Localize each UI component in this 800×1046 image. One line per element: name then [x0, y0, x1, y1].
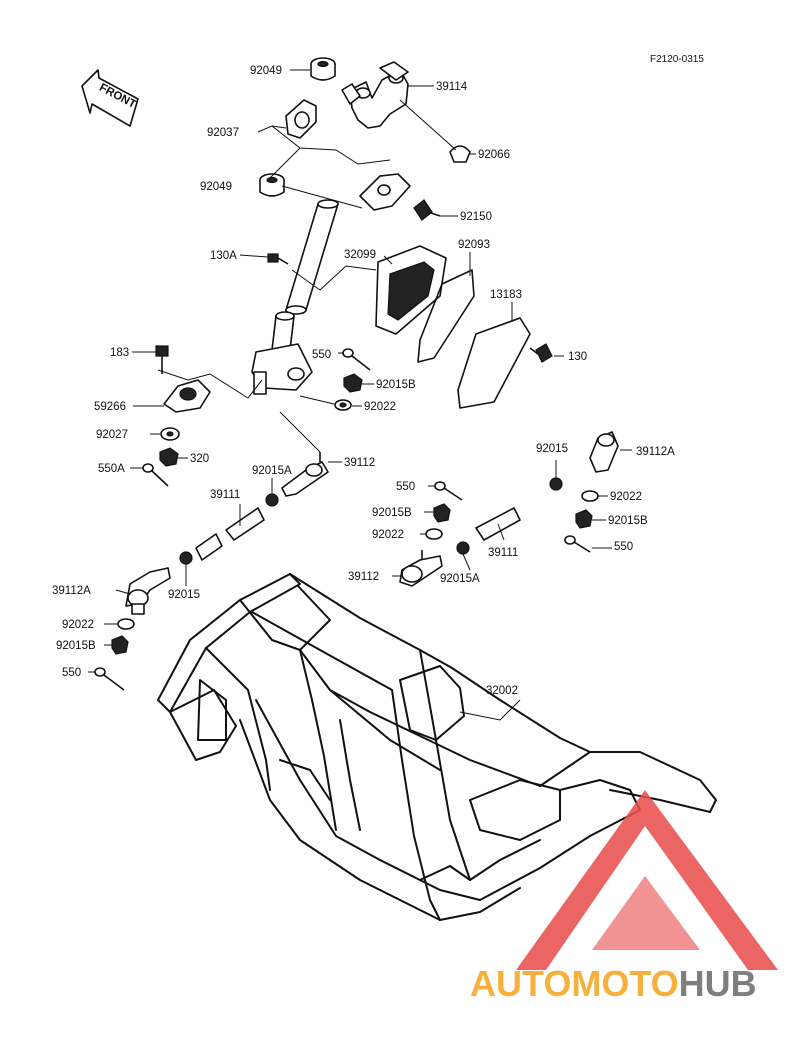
front-arrow: FRONT	[81, 69, 139, 127]
nut-icon	[343, 373, 363, 393]
cotter-pin-icon	[342, 348, 371, 371]
lower-clamp-icon	[359, 173, 411, 211]
part-labels: 92049 39114 92037 92066 92049 92150 130A…	[52, 65, 675, 697]
part-label: 92066	[478, 149, 510, 161]
part-label: 39112A	[636, 446, 675, 458]
clamp-icon	[285, 99, 317, 139]
washer-left-icon	[117, 618, 135, 630]
nut-92015-right-icon	[549, 477, 563, 491]
watermark-text: AUTOMOTOHUB	[470, 963, 757, 1004]
cotter-pin-right-icon	[564, 535, 591, 553]
part-label: 92027	[96, 429, 128, 441]
part-label: 92037	[207, 127, 239, 139]
bushing-lower-icon	[259, 173, 285, 197]
part-label: 92015B	[56, 640, 96, 652]
washer-mid-icon	[425, 528, 443, 540]
part-label: 39114	[436, 81, 468, 93]
tie-rod-39111-icon	[195, 507, 265, 561]
tie-rod-end-39112-icon	[281, 452, 329, 497]
washer-icon	[334, 399, 352, 411]
part-label: 92022	[62, 619, 94, 631]
part-label: 39111	[210, 489, 240, 501]
nut-320-icon	[159, 447, 179, 467]
nut-92015a-right-icon	[456, 541, 470, 555]
nut-92015a-icon	[265, 493, 279, 507]
part-label: 92015B	[608, 515, 648, 527]
part-label: 32002	[486, 685, 518, 697]
part-label: 183	[110, 347, 129, 359]
part-label: 320	[190, 453, 209, 465]
part-label: 92049	[200, 181, 232, 193]
part-label: 92150	[460, 211, 492, 223]
part-label: 130	[568, 351, 587, 363]
part-label: 13183	[490, 289, 522, 301]
part-label: 32099	[344, 249, 376, 261]
bolt-183-icon	[155, 345, 169, 374]
steering-shaft-icon	[285, 199, 339, 315]
part-label: 550	[312, 349, 331, 361]
part-label: 550	[396, 481, 415, 493]
bolt-right-icon	[529, 343, 553, 363]
part-label: 92015	[168, 589, 200, 601]
diagram-code: F2120-0315	[650, 54, 704, 65]
tie-rod-end-39112a-right-icon	[589, 431, 619, 473]
tie-rod-end-39112-right-icon	[399, 550, 443, 587]
nut-left-icon	[111, 635, 129, 655]
washer-right-icon	[581, 490, 599, 502]
part-label: 92022	[364, 401, 396, 413]
watermark-logo: AUTOMOTOHUB	[470, 790, 778, 1004]
bolt-small-icon	[267, 253, 289, 265]
holder-icon	[163, 379, 211, 413]
tie-rod-end-39112a-icon	[125, 567, 171, 615]
nut-mid-icon	[433, 503, 451, 523]
part-label: 39111	[488, 547, 518, 559]
part-label: 92022	[610, 491, 642, 503]
part-label: 92015A	[440, 573, 480, 585]
part-label: 92015B	[372, 507, 412, 519]
nut-right-icon	[575, 509, 593, 529]
part-label: 92022	[372, 529, 404, 541]
part-label: 550A	[98, 463, 125, 475]
cap-icon	[449, 145, 471, 163]
handlebar-holder-icon	[341, 61, 409, 129]
part-label: 92049	[250, 65, 282, 77]
nut-92015-icon	[179, 551, 193, 565]
frame-icon	[157, 573, 717, 921]
part-label: 39112	[348, 571, 379, 583]
washer-92027-icon	[160, 427, 180, 441]
part-label: 39112A	[52, 585, 91, 597]
part-label: 59266	[94, 401, 126, 413]
part-label: 92015B	[376, 379, 416, 391]
plate-icon	[457, 317, 531, 409]
gasket-icon	[417, 269, 475, 363]
cotter-pin-mid-icon	[434, 481, 463, 501]
leader-lines	[88, 69, 632, 721]
part-label: 130A	[210, 250, 237, 262]
part-label: 92015	[536, 443, 568, 455]
bushing-top-icon	[310, 57, 336, 81]
part-label: 550	[62, 667, 81, 679]
part-label: 550	[614, 541, 633, 553]
cotter-pin-left-icon	[94, 667, 125, 691]
case-icon	[375, 245, 447, 335]
part-label: 92015A	[252, 465, 292, 477]
cotter-pin-550a-icon	[142, 463, 169, 487]
part-label: 39112	[344, 457, 375, 469]
bolt-icon	[413, 199, 441, 221]
steering-stem-icon	[251, 311, 313, 395]
part-label: 92093	[458, 239, 490, 251]
